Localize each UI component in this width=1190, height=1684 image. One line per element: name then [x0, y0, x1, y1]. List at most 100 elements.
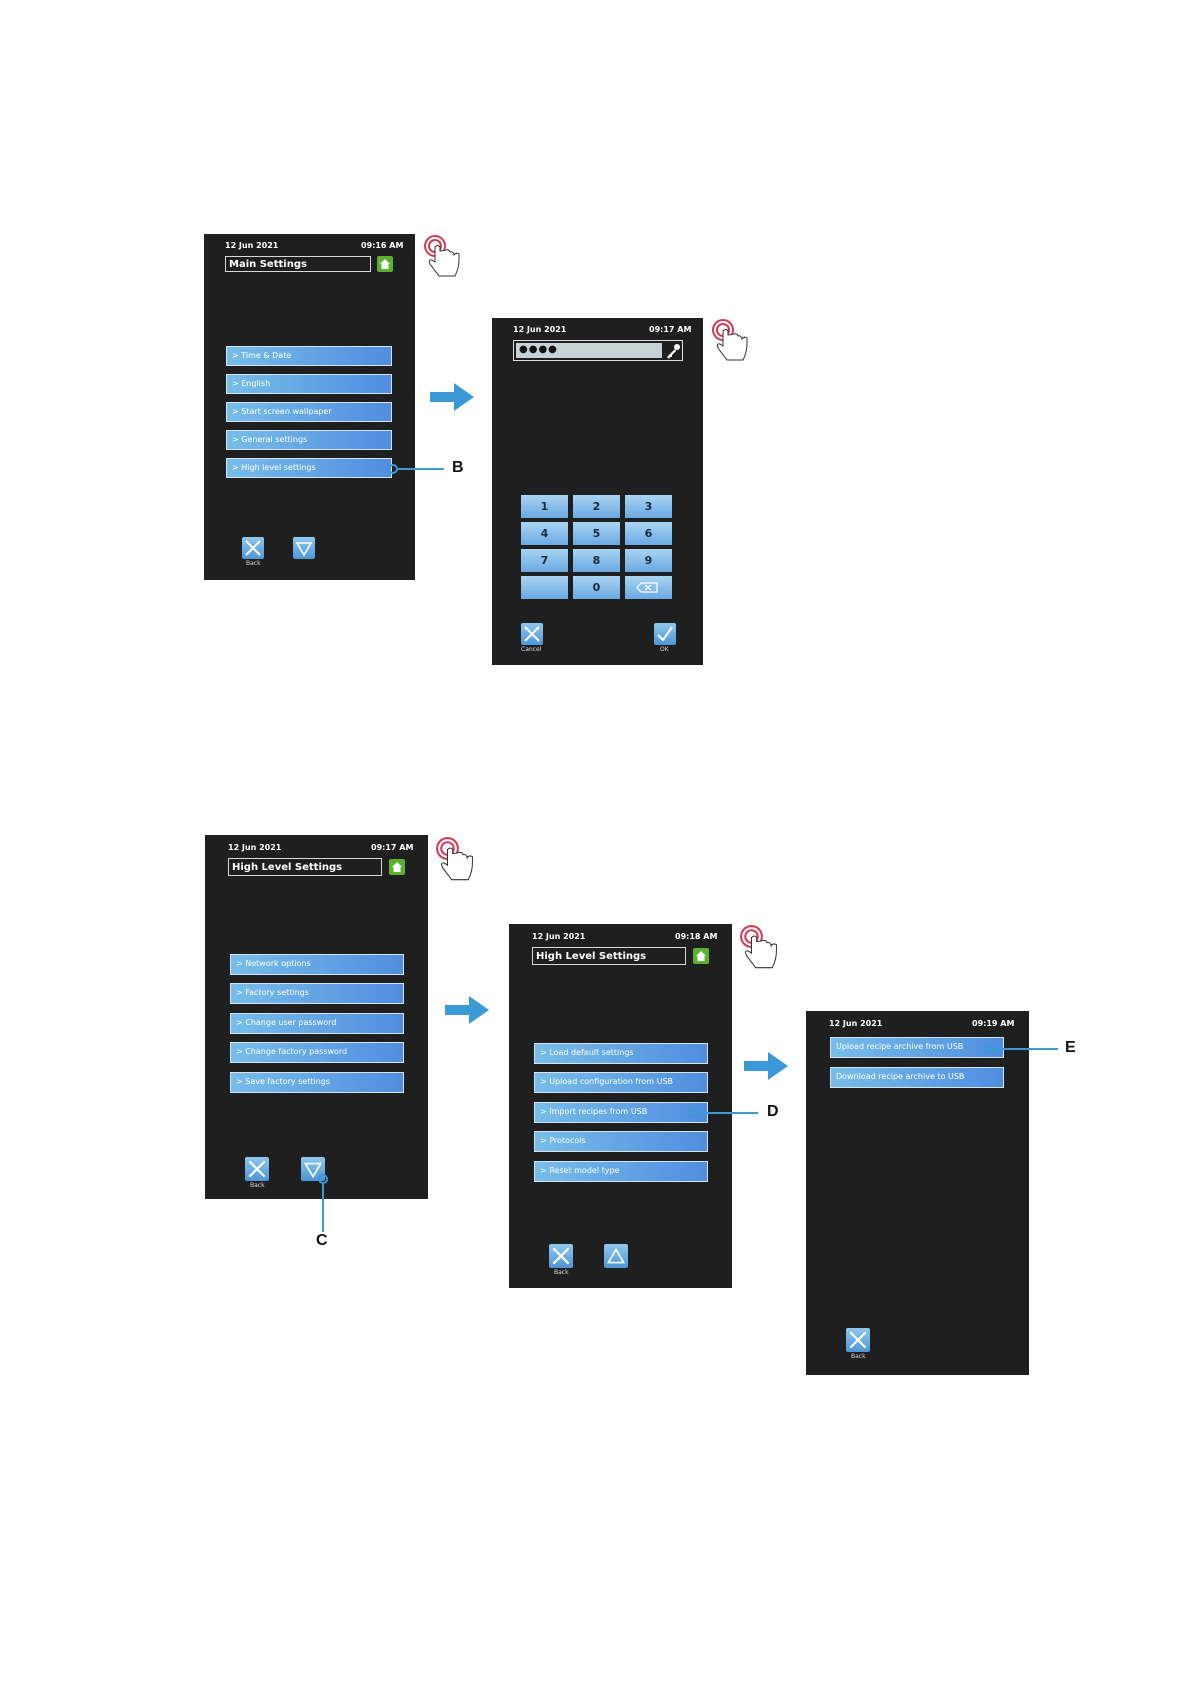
key-3[interactable]: 3	[625, 495, 672, 518]
menu-item-high-level-settings[interactable]: > High level settings	[226, 458, 392, 478]
password-screen: 12 Jun 2021 09:17 AM ●●●● 1 2 3 4 5 6 7 …	[492, 318, 703, 665]
cancel-label: Cancel	[521, 646, 542, 653]
high-level-settings-screen-1: 12 Jun 2021 09:17 AM High Level Settings…	[205, 835, 428, 1199]
key-1[interactable]: 1	[521, 495, 568, 518]
arrow-right-icon	[744, 1052, 788, 1080]
date-text: 12 Jun 2021	[532, 932, 586, 941]
scroll-up-button[interactable]	[604, 1244, 628, 1268]
callout-d-label: D	[767, 1103, 779, 1120]
key-9[interactable]: 9	[625, 549, 672, 572]
menu-item-wallpaper[interactable]: > Start screen wallpaper	[226, 402, 392, 422]
menu-item-upload-configuration[interactable]: > Upload configuration from USB	[534, 1072, 708, 1093]
back-button[interactable]	[846, 1328, 870, 1352]
date-text: 12 Jun 2021	[829, 1019, 883, 1028]
key-0[interactable]: 0	[573, 576, 620, 599]
callout-e-label: E	[1065, 1039, 1076, 1056]
key-2[interactable]: 2	[573, 495, 620, 518]
menu-item-upload-recipe-archive[interactable]: Upload recipe archive from USB	[830, 1037, 1004, 1058]
menu-item-label: > Factory settings	[236, 988, 309, 997]
menu-item-label: > Change user password	[236, 1018, 337, 1027]
callout-c-label: C	[316, 1232, 328, 1249]
menu-item-label: > Network options	[236, 959, 311, 968]
callout-e-marker	[984, 1044, 994, 1054]
key-5[interactable]: 5	[573, 522, 620, 545]
menu-item-language[interactable]: > English	[226, 374, 392, 394]
menu-item-label: > Change factory password	[236, 1047, 348, 1056]
menu-item-label: > Upload configuration from USB	[540, 1077, 674, 1086]
menu-item-reset-model-type[interactable]: > Reset model type	[534, 1161, 708, 1182]
menu-item-label: > General settings	[232, 435, 308, 444]
key-4[interactable]: 4	[521, 522, 568, 545]
home-button[interactable]	[389, 859, 405, 875]
menu-item-label: Download recipe archive to USB	[836, 1072, 965, 1081]
scroll-down-button[interactable]	[293, 537, 315, 559]
high-level-settings-screen-2: 12 Jun 2021 09:18 AM High Level Settings…	[509, 924, 732, 1288]
password-box	[513, 340, 683, 361]
home-icon	[380, 259, 390, 269]
date-text: 12 Jun 2021	[225, 241, 279, 250]
time-text: 09:17 AM	[649, 325, 692, 334]
menu-item-import-recipes[interactable]: > Import recipes from USB	[534, 1102, 708, 1123]
time-text: 09:17 AM	[371, 843, 414, 852]
ok-label: OK	[660, 646, 669, 653]
backspace-key[interactable]	[625, 576, 672, 599]
time-text: 09:18 AM	[675, 932, 718, 941]
touch-hand-icon	[740, 925, 777, 969]
key-6[interactable]: 6	[625, 522, 672, 545]
menu-item-time-date[interactable]: > Time & Date	[226, 346, 392, 366]
menu-item-general-settings[interactable]: > General settings	[226, 430, 392, 450]
triangle-up-icon	[606, 1247, 626, 1264]
close-icon	[245, 540, 261, 556]
callout-d-marker	[688, 1108, 698, 1118]
callout-c-marker	[318, 1174, 328, 1184]
back-button[interactable]	[245, 1157, 269, 1181]
home-button[interactable]	[693, 948, 709, 964]
triangle-down-icon	[303, 1162, 323, 1179]
main-settings-screen: 12 Jun 2021 09:16 AM Main Settings > Tim…	[204, 234, 415, 580]
menu-item-download-recipe-archive[interactable]: Download recipe archive to USB	[830, 1067, 1004, 1088]
touch-hand-icon	[436, 837, 473, 881]
touch-hand-icon	[424, 235, 460, 277]
back-label: Back	[250, 1182, 265, 1189]
menu-item-label: > Protocols	[540, 1136, 586, 1145]
key-icon[interactable]	[664, 342, 682, 360]
password-input[interactable]: ●●●●	[516, 343, 662, 358]
time-text: 09:16 AM	[361, 241, 404, 250]
back-label: Back	[246, 560, 261, 567]
date-text: 12 Jun 2021	[228, 843, 282, 852]
menu-item-protocols[interactable]: > Protocols	[534, 1131, 708, 1152]
menu-item-label: > English	[232, 379, 271, 388]
triangle-down-icon	[295, 542, 313, 557]
callout-c-line	[322, 1184, 324, 1232]
date-text: 12 Jun 2021	[513, 325, 567, 334]
close-icon	[524, 626, 540, 642]
back-button[interactable]	[549, 1244, 573, 1268]
home-icon	[392, 862, 402, 872]
menu-item-change-factory-password[interactable]: > Change factory password	[230, 1042, 404, 1063]
home-button[interactable]	[377, 256, 393, 272]
backspace-icon	[636, 582, 658, 593]
menu-item-network-options[interactable]: > Network options	[230, 954, 404, 975]
page-title: Main Settings	[225, 256, 371, 272]
menu-item-label: > Start screen wallpaper	[232, 407, 332, 416]
touch-hand-icon	[712, 319, 748, 361]
menu-item-label: > Time & Date	[232, 351, 292, 360]
callout-e-line	[994, 1048, 1058, 1050]
menu-item-load-default-settings[interactable]: > Load default settings	[534, 1043, 708, 1064]
menu-item-label: > High level settings	[232, 463, 316, 472]
ok-button[interactable]	[654, 623, 676, 645]
menu-item-save-factory-settings[interactable]: > Save factory settings	[230, 1072, 404, 1093]
menu-item-label: Upload recipe archive from USB	[836, 1042, 964, 1051]
key-8[interactable]: 8	[573, 549, 620, 572]
back-button[interactable]	[242, 537, 264, 559]
menu-item-change-user-password[interactable]: > Change user password	[230, 1013, 404, 1034]
close-icon	[849, 1331, 867, 1349]
arrow-right-icon	[445, 996, 489, 1024]
key-7[interactable]: 7	[521, 549, 568, 572]
menu-item-factory-settings[interactable]: > Factory settings	[230, 983, 404, 1004]
time-text: 09:19 AM	[972, 1019, 1015, 1028]
arrow-right-icon	[430, 383, 474, 411]
checkmark-icon	[657, 626, 673, 642]
cancel-button[interactable]	[521, 623, 543, 645]
menu-item-label: > Save factory settings	[236, 1077, 331, 1086]
